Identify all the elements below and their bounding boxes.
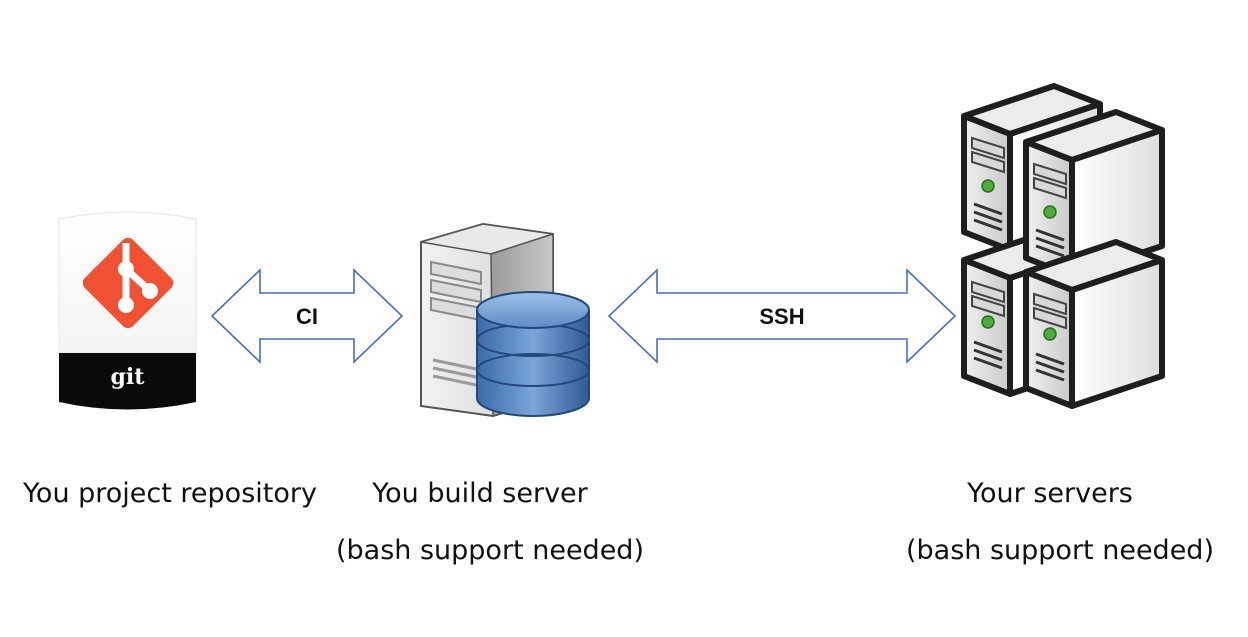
repo-caption: You project repository [23,478,317,509]
build-caption-line1: You build server [372,478,588,509]
servers-caption-line2: (bash support needed) [906,535,1214,566]
ci-label: CI [296,304,318,329]
build-caption-line2: (bash support needed) [336,535,644,566]
git-logo-icon [58,211,197,410]
ssh-label: SSH [759,304,805,329]
server-rack-cluster-icon [961,83,1165,409]
ssh-double-arrow [607,268,957,364]
build-server-database-icon [420,222,590,418]
ci-double-arrow [210,268,404,364]
git-badge-label: git [110,364,145,390]
servers-caption-line1: Your servers [967,478,1133,509]
